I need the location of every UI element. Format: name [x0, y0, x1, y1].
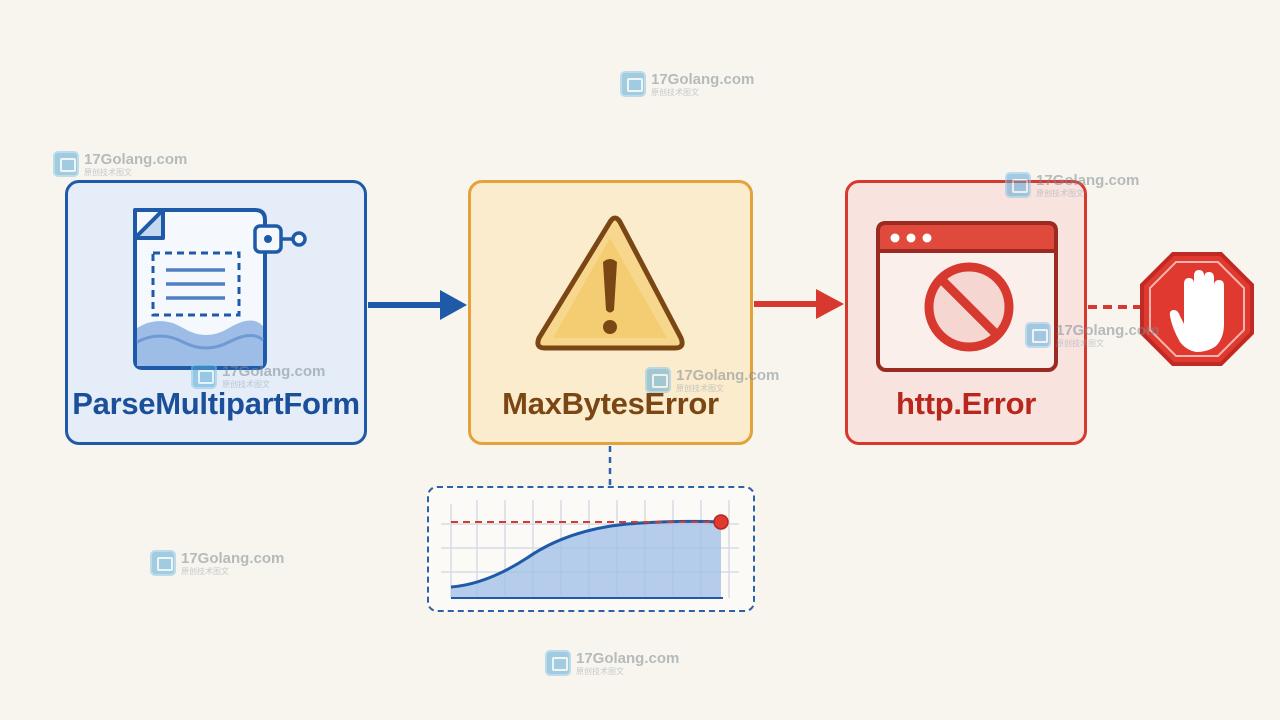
node-max-bytes-error: MaxBytesError: [468, 180, 753, 445]
node-label: MaxBytesError: [502, 386, 719, 421]
watermark-logo-icon: [191, 363, 217, 389]
watermark-subtext: 原创技术图文: [1056, 338, 1104, 348]
watermark-logo-icon: [1005, 172, 1031, 198]
watermark-text: 17Golang.com: [1036, 171, 1140, 189]
watermark-text: 17Golang.com: [676, 366, 780, 384]
watermark-logo-icon: [53, 151, 79, 177]
upload-file-icon: [133, 208, 307, 370]
node-label: http.Error: [896, 386, 1036, 421]
watermark-text: 17Golang.com: [651, 70, 755, 88]
browser-blocked-icon: [876, 221, 1058, 372]
node-http-error: http.Error: [845, 180, 1087, 445]
stop-hand-icon: [1140, 252, 1254, 366]
watermark-subtext: 原创技术图文: [576, 666, 624, 676]
watermark-logo-icon: [545, 650, 571, 676]
watermark-subtext: 原创技术图文: [1036, 188, 1084, 198]
watermark-text: 17Golang.com: [181, 549, 285, 567]
watermark-subtext: 原创技术图文: [222, 379, 270, 389]
watermark-logo-icon: [150, 550, 176, 576]
watermark-text: 17Golang.com: [222, 362, 326, 380]
watermark-text: 17Golang.com: [1056, 321, 1160, 339]
watermark-subtext: 原创技术图文: [181, 566, 229, 576]
arrow-parse-to-max: [368, 290, 467, 320]
watermark-subtext: 原创技术图文: [84, 167, 132, 177]
watermark-text: 17Golang.com: [84, 150, 188, 168]
watermark-logo-icon: [645, 367, 671, 393]
watermark-logo-icon: [620, 71, 646, 97]
size-limit-chart: [427, 486, 755, 612]
watermark-text: 17Golang.com: [576, 649, 680, 667]
node-label: ParseMultipartForm: [72, 386, 360, 421]
watermark-subtext: 原创技术图文: [676, 383, 724, 393]
watermark-logo-icon: [1025, 322, 1051, 348]
arrow-max-to-http: [754, 289, 844, 319]
size-limit-curve-icon: [441, 500, 739, 599]
watermark-subtext: 原创技术图文: [651, 87, 699, 97]
node-parse-multipart-form: ParseMultipartForm: [65, 180, 367, 445]
warning-triangle-icon: [535, 215, 685, 351]
